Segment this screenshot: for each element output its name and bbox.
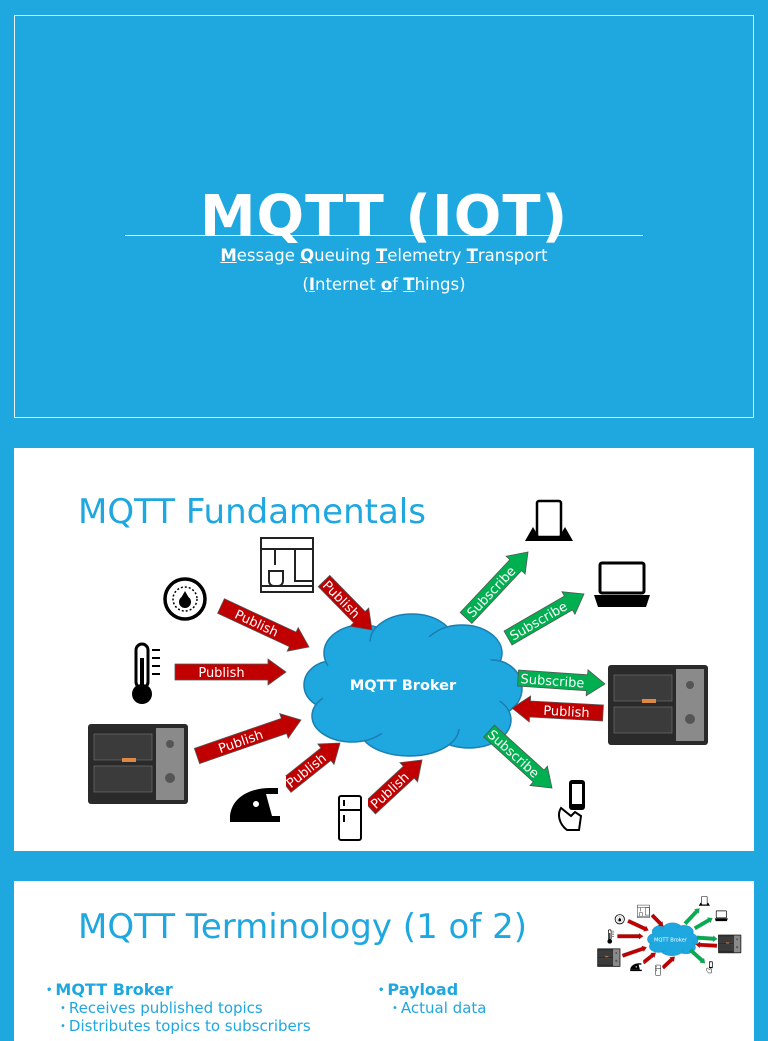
subscribe-arrow (689, 948, 706, 964)
term-mqtt-broker: •MQTT Broker •Receives published topics … (46, 980, 311, 1035)
laptop-icon (594, 561, 650, 607)
gauge-icon (613, 912, 626, 926)
acronym-initial: o (380, 275, 393, 294)
controller-right-icon (607, 664, 709, 746)
subtitle-line-1: Message Queuing Telemetry Transport (220, 246, 548, 265)
acronym-initial: Q (300, 246, 315, 265)
thermometer-icon (122, 638, 162, 706)
acronym-initial: M (220, 246, 237, 265)
controller-left-icon (87, 723, 189, 805)
publish-arrow: Publish (280, 742, 341, 793)
publish-arrow: Publish (174, 658, 287, 686)
broker-label: MQTT Broker (350, 678, 457, 694)
term-heading: MQTT Broker (55, 980, 173, 999)
smartphone-icon (553, 776, 593, 836)
broker-cloud (303, 613, 523, 757)
publish-label: Publish (543, 704, 590, 722)
controller-right-icon (717, 934, 742, 954)
publish-arrow (617, 933, 644, 940)
slide-title: MQTT (IOT) (199, 184, 569, 249)
laptop-icon (714, 910, 728, 922)
subscribe-arrow: Subscribe (459, 551, 529, 625)
title-underline (125, 235, 643, 236)
tablet-icon (698, 896, 710, 906)
subscribe-arrow: Subscribe (517, 668, 606, 697)
thumbnail-broker-label: MQTT Broker (654, 937, 688, 943)
mqtt-diagram: MQTT Broker PublishPublishPublishPublish… (87, 499, 709, 848)
publish-arrow: Publish (193, 712, 302, 765)
controller-left-icon (597, 948, 621, 968)
term-detail: Distributes topics to subscribers (68, 1017, 311, 1035)
term-heading: Payload (387, 980, 459, 999)
publish-label: Publish (368, 770, 412, 812)
terminology-slide: MQTT Terminology (1 of 2) (14, 881, 754, 1041)
diagram-thumbnail: MQTT Broker (580, 884, 752, 978)
coffee-machine-icon (260, 537, 314, 593)
subscribe-arrow (683, 908, 700, 926)
acronym-initial: T (403, 275, 415, 294)
subscribe-label: Subscribe (520, 672, 585, 691)
fridge-icon (653, 963, 663, 978)
subtitle-line-2: (Internet of Things) (302, 275, 466, 294)
acronym-initial: T (466, 246, 478, 265)
subscribe-arrow: Subscribe (503, 591, 585, 646)
slide-title: MQTT Terminology (1 of 2) (78, 907, 527, 947)
publish-label: Publish (198, 666, 244, 681)
publish-label: Publish (319, 578, 362, 622)
publish-arrow (661, 956, 675, 970)
broker-cloud (647, 922, 699, 956)
acronym-initial: T (375, 246, 388, 265)
iron-icon (629, 960, 644, 973)
iron-icon (226, 776, 286, 828)
publish-arrow (621, 945, 647, 958)
fridge-icon (332, 788, 368, 848)
term-payload: •Payload •Actual data (378, 980, 487, 1017)
publish-arrow: Publish (364, 759, 423, 815)
publish-arrow: Publish (511, 695, 604, 723)
title-slide: MQTT (IOT) Message Queuing Telemetry Tra… (14, 15, 754, 418)
term-detail: Receives published topics (68, 999, 263, 1017)
acronym-initial: I (308, 275, 315, 294)
gauge-icon (159, 571, 211, 627)
subscribe-label: Subscribe (484, 728, 541, 782)
slide-title: MQTT Fundamentals (78, 492, 426, 532)
publish-label: Publish (232, 607, 280, 640)
coffee-machine-icon (637, 904, 650, 918)
publish-arrow (695, 941, 718, 949)
publish-arrow: Publish (217, 598, 310, 652)
publish-arrow (641, 952, 656, 965)
subscribe-arrow: Subscribe (483, 724, 553, 789)
subscribe-arrow (696, 935, 718, 942)
tablet-icon (525, 499, 573, 541)
subscribe-label: Subscribe (465, 564, 520, 621)
publish-arrow (650, 913, 664, 927)
subscribe-label: Subscribe (508, 599, 571, 644)
publish-label: Publish (284, 751, 330, 792)
term-detail: Actual data (400, 999, 487, 1017)
smartphone-icon (705, 960, 715, 975)
thermometer-icon (605, 928, 615, 945)
publish-arrow (627, 919, 649, 932)
subscribe-arrow (693, 917, 713, 931)
